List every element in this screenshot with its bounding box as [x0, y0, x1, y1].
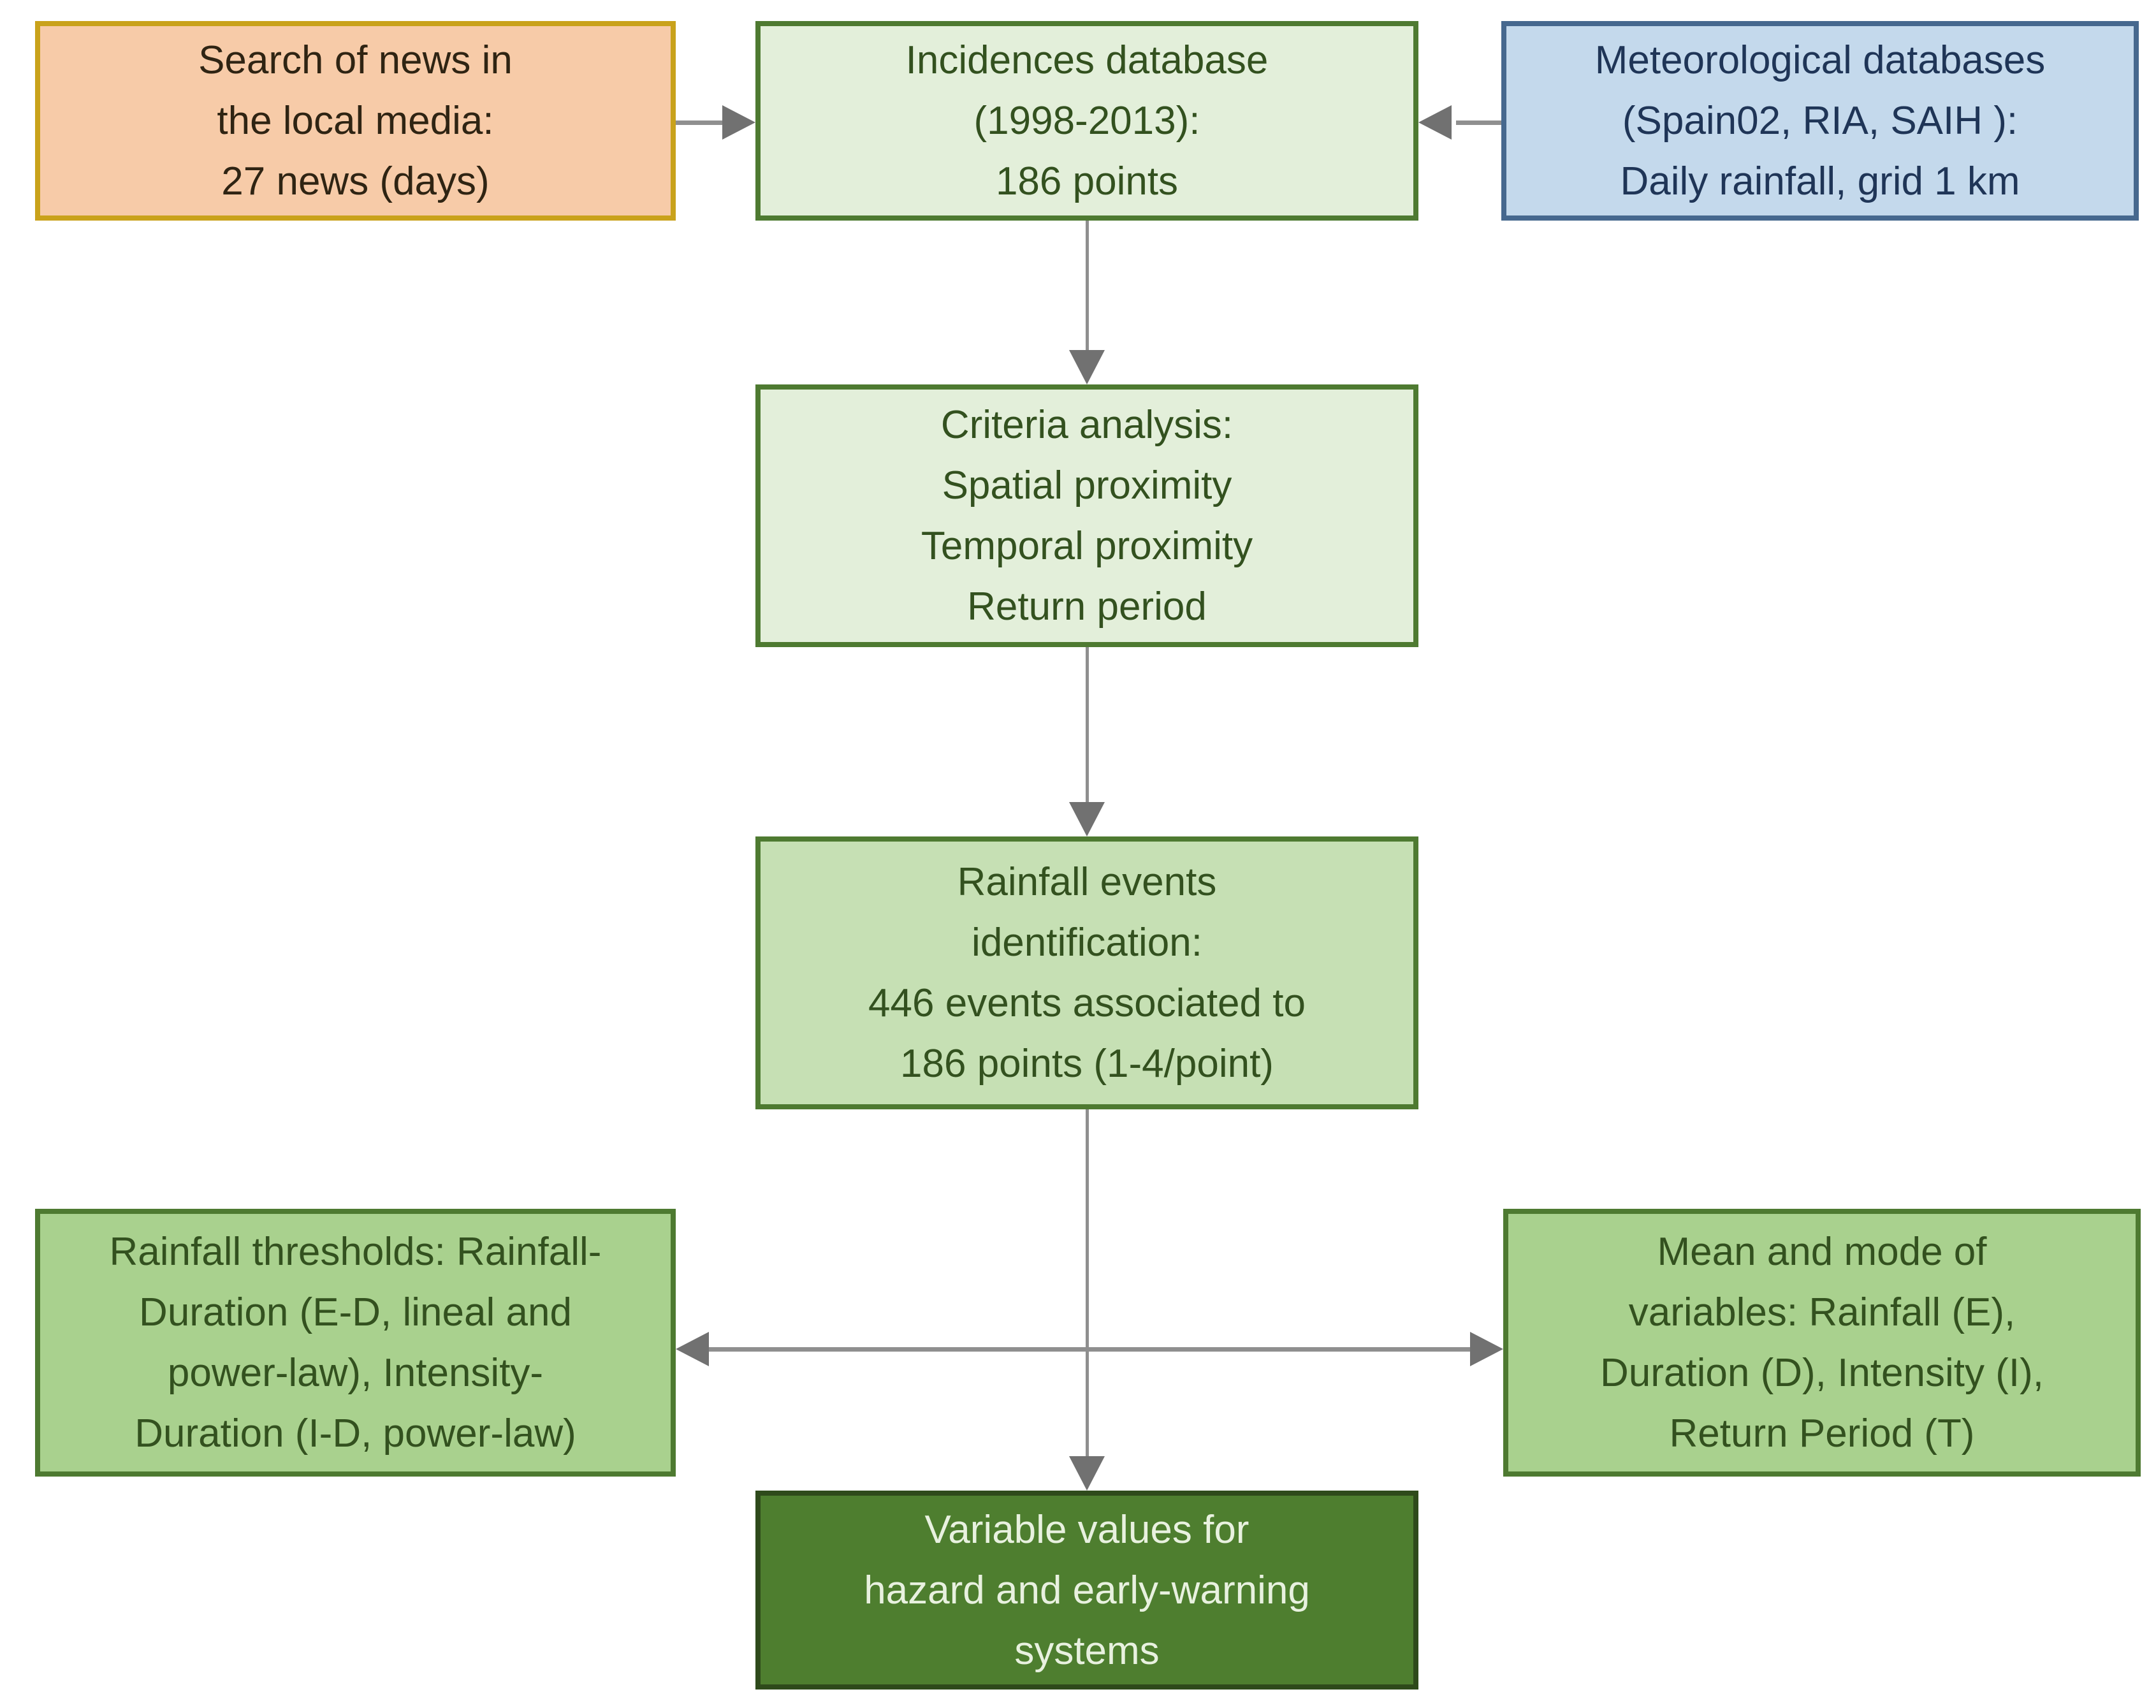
arrow-meteo-to-incidences-head-icon [1418, 105, 1452, 140]
node-news-search: Search of news in the local media: 27 ne… [35, 21, 676, 221]
arrow-split-to-thresholds-head-icon [676, 1332, 709, 1366]
arrow-events-to-variables-head-icon [1069, 1456, 1105, 1491]
node-mean-mode-variables-label: Mean and mode of variables: Rainfall (E)… [1600, 1230, 2044, 1456]
arrow-criteria-to-events-line [1086, 647, 1089, 804]
arrow-news-to-incidences-head-icon [722, 105, 755, 140]
node-variable-values-output: Variable values for hazard and early-war… [755, 1491, 1418, 1690]
arrow-criteria-to-events-head-icon [1069, 802, 1105, 836]
node-mean-mode-variables: Mean and mode of variables: Rainfall (E)… [1503, 1209, 2141, 1477]
node-criteria-analysis: Criteria analysis: Spatial proximity Tem… [755, 384, 1418, 647]
node-meteorological-databases-label: Meteorological databases (Spain02, RIA, … [1594, 38, 2046, 203]
node-rainfall-events-identification: Rainfall events identification: 446 even… [755, 836, 1418, 1109]
node-news-search-label: Search of news in the local media: 27 ne… [198, 38, 513, 203]
node-incidences-database: Incidences database (1998-2013): 186 poi… [755, 21, 1418, 221]
node-rainfall-events-identification-label: Rainfall events identification: 446 even… [868, 860, 1306, 1086]
arrow-events-to-variables-line [1086, 1109, 1089, 1457]
arrow-meteo-to-incidences-line [1456, 120, 1501, 125]
node-rainfall-thresholds: Rainfall thresholds: Rainfall- Duration … [35, 1209, 676, 1477]
arrow-incidences-to-criteria-line [1086, 221, 1089, 354]
arrow-split-to-meanmode-head-icon [1470, 1332, 1503, 1366]
arrow-incidences-to-criteria-head-icon [1069, 350, 1105, 384]
node-incidences-database-label: Incidences database (1998-2013): 186 poi… [905, 38, 1269, 203]
arrow-split-horizontal-line [706, 1347, 1471, 1352]
node-rainfall-thresholds-label: Rainfall thresholds: Rainfall- Duration … [109, 1230, 602, 1456]
arrow-news-to-incidences-line [676, 120, 725, 125]
node-meteorological-databases: Meteorological databases (Spain02, RIA, … [1501, 21, 2139, 221]
node-variable-values-output-label: Variable values for hazard and early-war… [864, 1507, 1310, 1673]
node-criteria-analysis-label: Criteria analysis: Spatial proximity Tem… [921, 403, 1253, 629]
